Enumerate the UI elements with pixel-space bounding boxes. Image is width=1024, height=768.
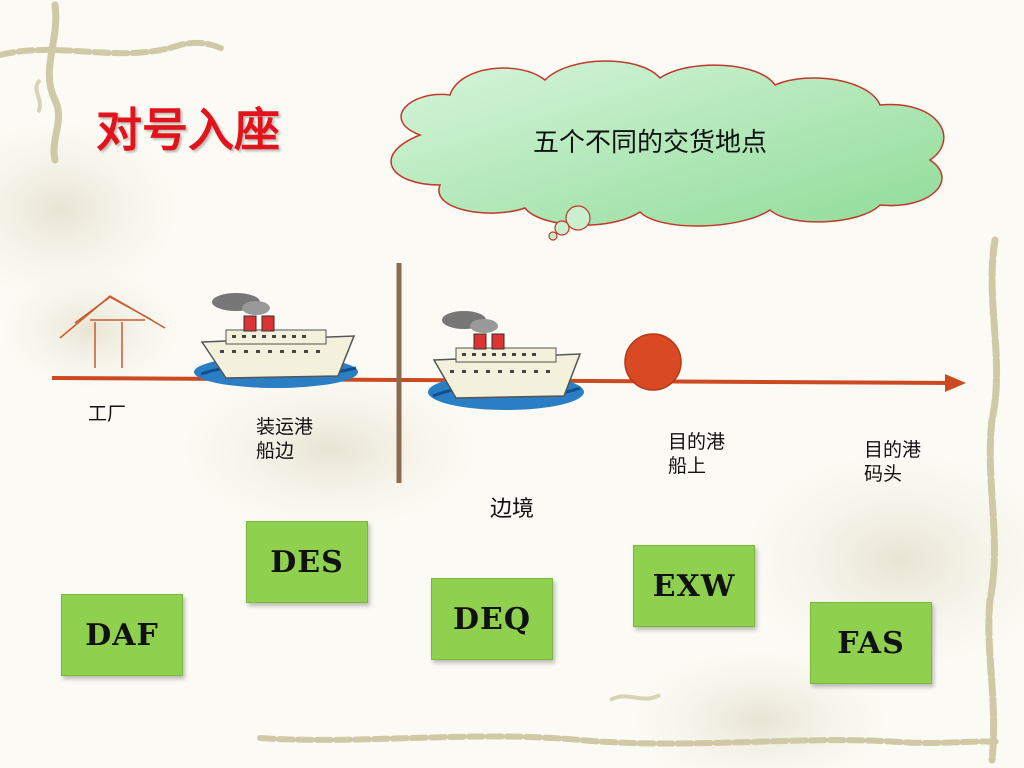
term-box-daf[interactable]: DAF [61,594,183,676]
slide-title: 对号入座 [96,103,280,157]
label-destination-ship: 目的港 船上 [668,431,726,477]
destination-marker [624,333,682,391]
term-box-fas[interactable]: FAS [810,602,932,684]
label-loading-port: 装运港 船边 [256,416,314,462]
label-factory: 工厂 [88,403,127,425]
term-box-deq[interactable]: DEQ [431,578,553,660]
term-box-exw[interactable]: EXW [633,545,755,627]
ship-icon-border [428,311,584,410]
ship-icon-loading-port [194,293,358,388]
thought-bubble-text: 五个不同的交货地点 [532,128,767,158]
thought-cloud [390,60,945,227]
label-border: 边境 [490,497,535,522]
label-destination-quay: 目的港 码头 [864,439,922,485]
term-box-des[interactable]: DES [246,521,368,603]
factory-house-icon [59,295,166,368]
